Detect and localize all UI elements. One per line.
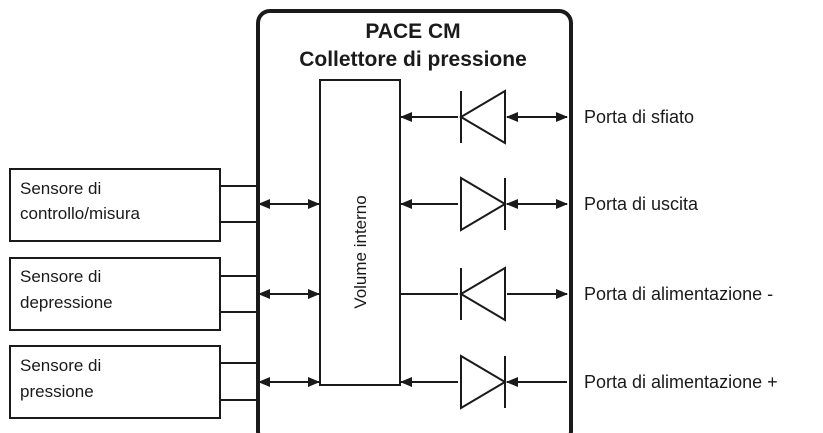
sensor-connector [220, 362, 258, 401]
sensor-connector [220, 185, 258, 223]
sensor-connector [220, 275, 258, 313]
sensor-label-line1: Sensore di [20, 179, 101, 198]
sensor-box [9, 168, 221, 242]
sensor-label-line2: depressione [20, 293, 113, 312]
sensor-box [9, 345, 221, 419]
manifold-title: PACE CM [365, 20, 460, 43]
sensor-control-measure: Sensore di controllo/misura [9, 168, 258, 242]
check-valve-icon [459, 89, 506, 145]
sensor-label-line2: pressione [20, 382, 94, 401]
sensor-box [9, 257, 221, 331]
sensor-pressure: Sensore di pressione [9, 345, 258, 419]
sensor-vacuum: Sensore di depressione [9, 257, 258, 331]
internal-volume-label: Volume interno [351, 195, 370, 308]
port-label: Porta di sfiato [584, 107, 694, 127]
sensor-label-line1: Sensore di [20, 356, 101, 375]
sensor-label-line2: controllo/misura [20, 204, 141, 223]
port-vent: Porta di sfiato [400, 89, 694, 145]
port-supply-plus: Porta di alimentazione + [400, 354, 778, 410]
port-label: Porta di alimentazione + [584, 372, 778, 392]
port-supply-minus: Porta di alimentazione - [400, 266, 773, 322]
check-valve-icon [459, 266, 506, 322]
sensor-label-line1: Sensore di [20, 267, 101, 286]
port-label: Porta di alimentazione - [584, 284, 773, 304]
manifold-box [256, 9, 573, 433]
check-valve-icon [460, 354, 507, 410]
check-valve-icon [460, 176, 507, 232]
port-outlet: Porta di uscita [400, 176, 699, 232]
manifold-subtitle: Collettore di pressione [299, 48, 527, 71]
port-label: Porta di uscita [584, 194, 699, 214]
internal-volume-box [319, 79, 401, 386]
